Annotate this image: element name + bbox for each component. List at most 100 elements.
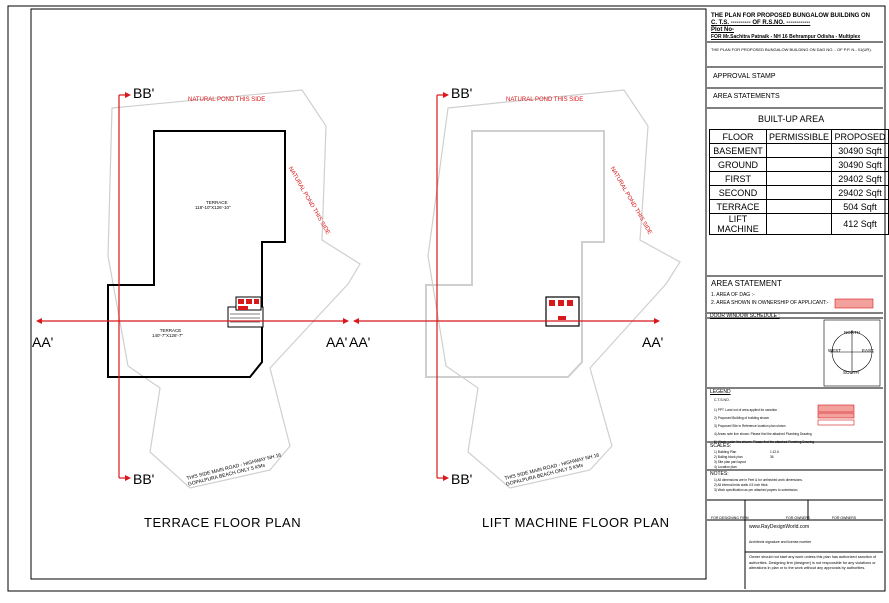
lift-mark [567,300,573,306]
section-label-bb-top-left: BB' [133,85,155,101]
architect-signature: Architects signature and license number [749,540,812,544]
building-outline [425,130,605,378]
room-label: TERRACE [159,328,182,333]
title-block-lines [707,41,883,589]
hatch-swatch [834,298,874,309]
for-owners-2: FOR OWNERS [832,516,857,520]
list-item: 4) Areas note line shown: Please find th… [714,432,812,436]
table-row: BASEMENT 30490 Sqft [709,143,889,158]
notes-heading: NOTES: [710,471,729,477]
permissible-cell [765,157,833,172]
list-item: 2) Bulling block plan [714,455,743,459]
permissible-cell [765,185,833,200]
list-item: 3) Work specification as per attached pa… [714,488,799,492]
permissible-cell [765,143,833,158]
lift-mark [549,300,555,306]
section-label-aa-mid: AA' [326,334,348,350]
compass-west: WEST [828,348,841,353]
legend-swatch [817,412,855,419]
site-boundary [107,89,361,489]
proposed-cell: 29402 Sqft [831,185,889,200]
for-owners-1: FOR OWNERS [786,516,811,520]
area-statement-heading: AREA STATEMENT [711,279,782,288]
list-item: 1) PPT. Land out of area applied for san… [714,408,778,412]
list-item: 2) Proposed Building of building shown [714,416,770,420]
permissible-cell [765,171,833,186]
floor-cell: BASEMENT [709,143,767,158]
lift-machine-plan [353,89,681,489]
list-item: 1) Building Plan [714,450,737,454]
permissible-cell [765,213,833,235]
list-item: 36 [770,455,774,459]
section-label-aa-left: AA' [32,334,54,350]
table-header-row: FLOOR PERMISSIBLE PROPOSED [709,129,889,144]
compass-east: EAST [862,348,874,353]
column-header: PERMISSIBLE [765,129,833,144]
arrow-icon [443,92,449,98]
built-up-area-heading: BUILT-UP AREA [758,114,825,124]
scales-heading: SCALES: [710,443,732,449]
owner-line: FOR Mr.Sachitra Patnaik - NH 16 Behrampu… [711,34,861,40]
outer-border [7,5,886,592]
legend-heading: LEGEND [710,389,731,395]
area-shown: 2. AREA SHOWN IN OWNERSHIP OF APPLICANT:… [711,300,829,306]
column-header: PROPOSED [831,129,889,144]
floor-cell: SECOND [709,185,767,200]
proposed-cell: 30490 Sqft [831,143,889,158]
compass-north: NORTH [844,330,860,335]
list-item: 3) Proposed Site in Reference location p… [714,424,786,428]
disclaimer: Owner should not start any work unless t… [749,555,877,570]
floor-cell: GROUND [709,157,767,172]
section-label-bb-bottom-left: BB' [133,471,155,487]
terrace-plan-title: TERRACE FLOOR PLAN [144,515,302,530]
floor-cell: TERRACE [709,199,767,214]
terrace-plan [36,89,361,489]
built-up-area-table: FLOOR PERMISSIBLE PROPOSED BASEMENT 30490… [709,129,889,235]
lift-mark [558,316,566,320]
legend-cts: C.T.S.NO. [714,398,730,402]
list-item: 1) All dimensions are in Feet & for unfi… [714,478,803,482]
for-designing-firm: FOR DESIGNING FIRM [711,516,749,520]
heading-line-1: THE PLAN FOR PROPOSED BUNGALOW BUILDING … [711,13,870,19]
note-list: 1) All dimensions are in Feet & for unfi… [714,478,803,493]
list-item: 1:12.6 [770,450,779,454]
approval-stamp: APPROVAL STAMP [713,73,776,80]
list-item: 4) Location plan [714,465,737,469]
permissible-cell [765,199,833,214]
arrow-icon [443,475,449,481]
floor-cell: FIRST [709,171,767,186]
arrow-icon [36,318,42,324]
legend-swatch [817,419,855,426]
website-link[interactable]: www.RayDesignWorld.com [749,524,810,530]
inner-border [30,8,707,580]
lift-mark [254,299,259,304]
section-label-aa-right: AA' [642,334,664,350]
lift-mark [238,299,244,304]
arrow-icon [343,318,349,324]
sub-heading: THE PLAN FOR PROPOSED BUNGALOW BUILDING … [711,47,872,52]
list-item: 5) Waste water line shown: Please find t… [714,440,814,444]
pond-label-top: NATURAL POND THIS SIDE [188,97,266,103]
lift-mark [238,306,248,310]
legend-list: 1) PPT. Land out of area applied for san… [714,406,814,446]
pond-label-top-2: NATURAL POND THIS SIDE [506,97,584,103]
terrace-outline [107,130,286,378]
lift-mark [558,300,564,306]
terrace-room-1: TERRACE 118'-10"X126'-10" [195,200,231,210]
legend-swatch [817,404,855,413]
section-label-aa-mid2: AA' [349,334,371,350]
arrow-icon [353,318,359,324]
compass-south: SOUTH [843,370,859,375]
plot-number: Plot No- [711,27,734,33]
area-of-dag: 1. AREA OF DAG :- [711,292,755,298]
list-item: 2) All internal brick walls 4.5 inch thi… [714,483,769,487]
proposed-cell: 504 Sqft [831,199,889,214]
column-header: FLOOR [709,129,767,144]
terrace-room-2: TERRACE 140'-7"X126'-7" [152,328,183,338]
section-label-bb-bottom-right: BB' [451,471,473,487]
